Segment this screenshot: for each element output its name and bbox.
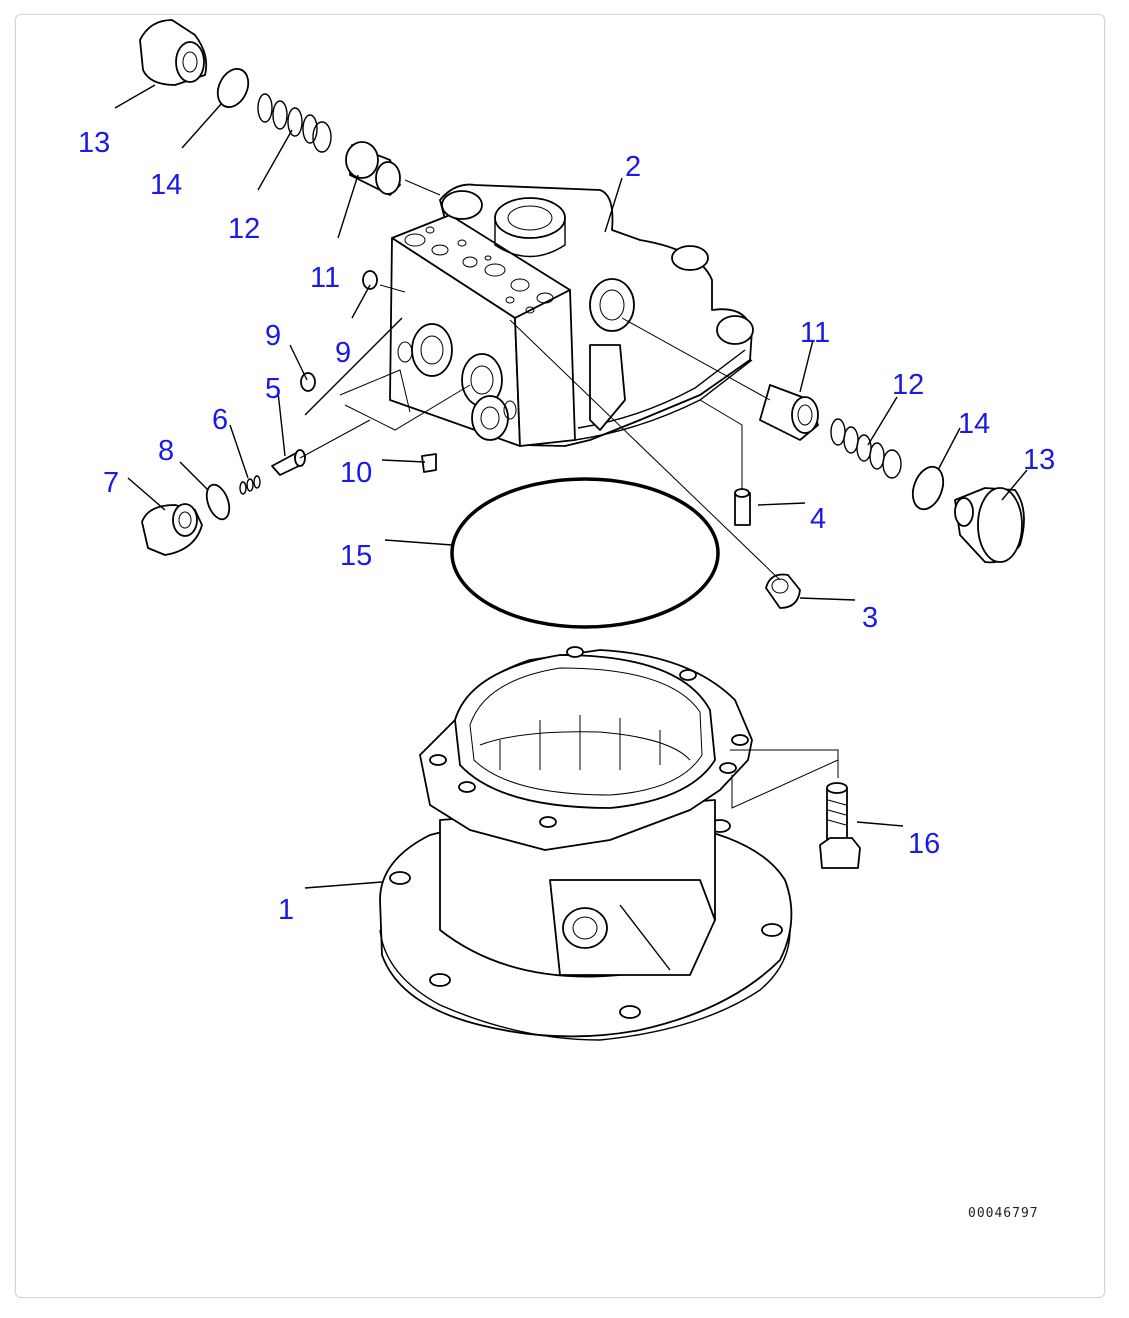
callout-12-left: 12 [228, 213, 260, 245]
o-ring-14-left [216, 68, 250, 108]
housing-part [379, 646, 793, 1041]
callout-16: 16 [908, 828, 940, 860]
callout-8: 8 [158, 435, 174, 467]
plug-11-small [362, 270, 378, 290]
valve-body-part [389, 183, 754, 447]
leader-lines [114, 84, 1028, 889]
piston-11-left [345, 141, 401, 196]
callout-13-right: 13 [1023, 444, 1055, 476]
callout-1: 1 [278, 894, 294, 926]
callout-labels: 13 14 12 2 11 9 9 5 6 8 7 10 11 12 14 13… [78, 127, 1055, 926]
callout-4: 4 [810, 503, 826, 535]
piston-11-right [759, 384, 819, 441]
plug-13-left [139, 19, 208, 86]
bushing-3 [765, 573, 801, 609]
poppet-5 [271, 449, 306, 476]
callout-11-right: 11 [800, 317, 830, 349]
callout-14-right: 14 [958, 408, 990, 440]
callout-2: 2 [625, 151, 641, 183]
callout-14-left: 14 [150, 169, 182, 201]
plug-9 [300, 372, 316, 392]
callout-10: 10 [340, 457, 372, 489]
callout-12-right: 12 [892, 369, 924, 401]
spring-12-right [830, 418, 902, 479]
plug-13-right [954, 487, 1025, 564]
o-ring-part [450, 477, 720, 629]
drawing-number: 00046797 [968, 1206, 1039, 1221]
callout-9-a: 9 [265, 320, 281, 352]
callout-5: 5 [265, 373, 281, 405]
plug-7 [141, 503, 203, 556]
o-ring-14-right [911, 465, 945, 511]
callout-3: 3 [862, 602, 878, 634]
callout-7: 7 [103, 467, 119, 499]
spring-6 [239, 475, 261, 495]
callout-15: 15 [340, 540, 372, 572]
bolt-16 [819, 782, 861, 869]
o-ring-8 [205, 483, 231, 521]
callout-11-left: 11 [310, 262, 340, 294]
pin-4 [734, 488, 751, 526]
callout-6: 6 [212, 404, 228, 436]
callout-13-left: 13 [78, 127, 110, 159]
callout-9-b: 9 [335, 337, 351, 369]
spring-12-left [257, 93, 332, 153]
plug-10 [421, 453, 437, 473]
